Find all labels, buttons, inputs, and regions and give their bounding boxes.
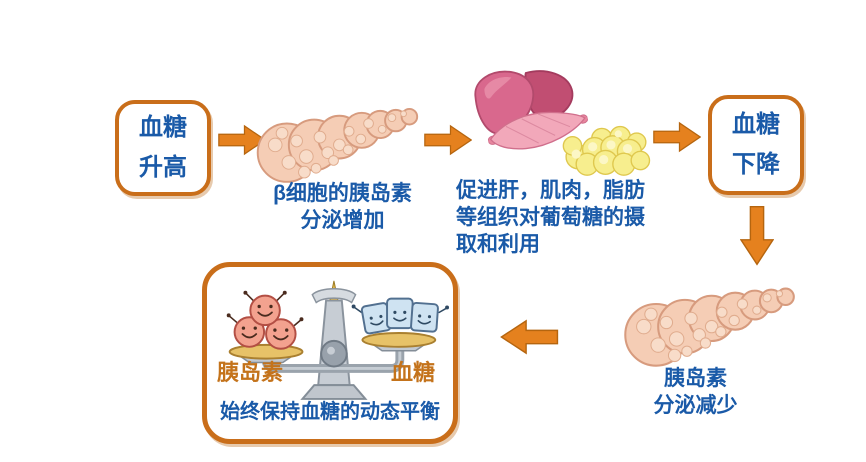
box-blood-sugar-rise: 血糖 升高 [115, 100, 211, 196]
balance-scale-icon [210, 269, 450, 401]
caption-promote-glucose-uptake: 促进肝，肌肉，脂肪 等组织对葡萄糖的摄 取和利用 [456, 179, 645, 256]
right-arrow-icon [653, 121, 701, 153]
down-arrow-icon [740, 206, 774, 266]
right-arrow-icon [424, 124, 472, 156]
caption-beta-cell-insulin-increase: β细胞的胰岛素 分泌增加 [273, 182, 412, 232]
arrow-organs-to-fall [653, 118, 701, 156]
arrow-pancreas-to-organs [424, 120, 472, 160]
arrow-rise-to-pancreas [218, 120, 266, 160]
left-arrow-icon [500, 319, 559, 355]
arrow-fall-to-pancreas [740, 205, 774, 267]
arrow-pancreas-to-balance [496, 318, 560, 356]
balance-label-blood-sugar: 血糖 [391, 360, 436, 385]
glucose-cube-icon [351, 297, 450, 335]
balance-box: 胰岛素 血糖 始终保持血糖的动态平衡 [202, 262, 458, 444]
insulin-ball-icon [226, 290, 304, 350]
muscle-icon [484, 98, 593, 162]
caption-insulin-secretion-decrease: 胰岛素 分泌减少 [653, 367, 738, 417]
fat-icon [558, 122, 653, 177]
pancreas-icon [248, 96, 423, 186]
box-blood-sugar-fall: 血糖 下降 [708, 95, 804, 195]
balance-caption-dynamic-equilibrium: 始终保持血糖的动态平衡 [220, 401, 440, 423]
box-blood-sugar-rise-label: 血糖 升高 [139, 114, 187, 181]
box-blood-sugar-fall-label: 血糖 下降 [732, 111, 780, 178]
right-arrow-icon [218, 124, 266, 156]
pancreas-icon [615, 275, 800, 370]
balance-label-insulin: 胰岛素 [217, 360, 284, 385]
